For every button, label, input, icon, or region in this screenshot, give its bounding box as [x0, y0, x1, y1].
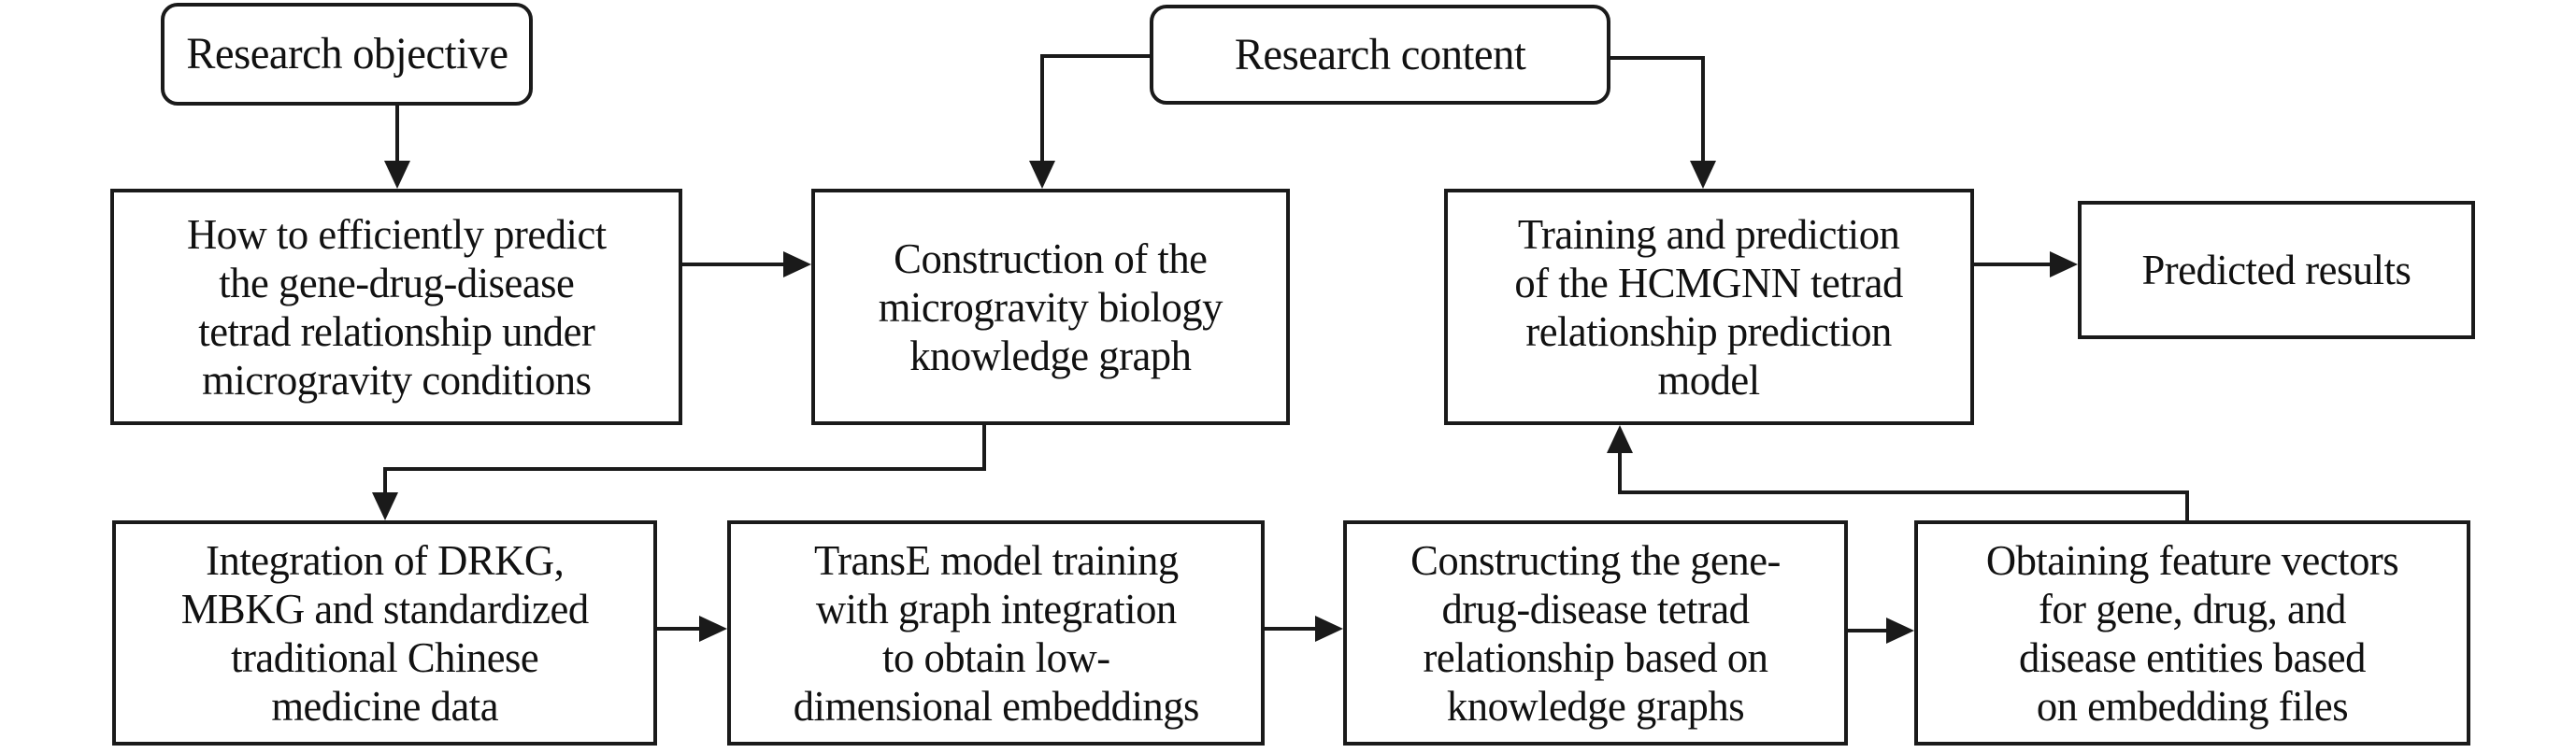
node-kg-construction-label: Construction of the microgravity biology… [878, 234, 1224, 379]
node-data-integration: Integration of DRKG, MBKG and standardiz… [112, 520, 657, 746]
arrowhead-down-icon [372, 492, 398, 520]
node-transe-training: TransE model training with graph integra… [727, 520, 1265, 746]
connector-feedback-right-vertical [2185, 492, 2189, 520]
arrowhead-down-icon [1690, 161, 1716, 189]
arrowhead-down-icon [384, 161, 410, 189]
arrowhead-down-icon [1029, 161, 1055, 189]
connector-content-left-vertical [1040, 54, 1044, 163]
connector-content-right-vertical [1701, 56, 1705, 163]
node-research-objective: Research objective [161, 3, 533, 106]
connector-objective-down-line [395, 106, 399, 163]
node-feature-vectors-label: Obtaining feature vectors for gene, drug… [1985, 535, 2399, 730]
arrowhead-right-icon [699, 616, 727, 642]
connector-feedback-horizontal [1618, 490, 2189, 494]
node-data-integration-label: Integration of DRKG, MBKG and standardiz… [180, 535, 589, 730]
node-research-content: Research content [1150, 5, 1610, 105]
connector-content-right-horizontal [1610, 56, 1705, 60]
node-feature-vectors: Obtaining feature vectors for gene, drug… [1914, 520, 2470, 746]
connector-training-to-results [1974, 263, 2052, 266]
connector-kg-elbow-vertical [383, 467, 387, 494]
node-research-objective-label: Research objective [185, 29, 508, 78]
arrowhead-right-icon [2050, 251, 2078, 277]
node-predicted-results: Predicted results [2078, 201, 2475, 339]
node-research-content-label: Research content [1234, 29, 1526, 79]
node-model-training: Training and prediction of the HCMGNN te… [1444, 189, 1974, 425]
node-kg-construction: Construction of the microgravity biology… [811, 189, 1290, 425]
connector-content-left-horizontal [1042, 54, 1150, 58]
node-predicted-results-label: Predicted results [2141, 246, 2411, 293]
connector-tetrad-to-features [1848, 629, 1888, 632]
arrowhead-right-icon [783, 251, 811, 277]
node-tetrad-construction: Constructing the gene- drug-disease tetr… [1343, 520, 1848, 746]
arrowhead-right-icon [1886, 618, 1914, 644]
connector-transe-to-tetrad [1265, 627, 1317, 631]
node-objective-detail: How to efficiently predict the gene-drug… [110, 189, 682, 425]
connector-integration-to-transe [657, 627, 701, 631]
node-model-training-label: Training and prediction of the HCMGNN te… [1514, 209, 1904, 404]
arrowhead-up-icon [1607, 425, 1633, 453]
connector-feedback-left-vertical [1618, 451, 1622, 494]
connector-objective-to-kg [682, 263, 785, 266]
arrowhead-right-icon [1315, 616, 1343, 642]
connector-kg-elbow-horizontal [385, 467, 986, 471]
node-objective-detail-label: How to efficiently predict the gene-drug… [186, 209, 607, 404]
node-transe-training-label: TransE model training with graph integra… [793, 535, 1199, 730]
connector-kg-down-vertical [982, 425, 986, 471]
node-tetrad-construction-label: Constructing the gene- drug-disease tetr… [1410, 535, 1781, 730]
